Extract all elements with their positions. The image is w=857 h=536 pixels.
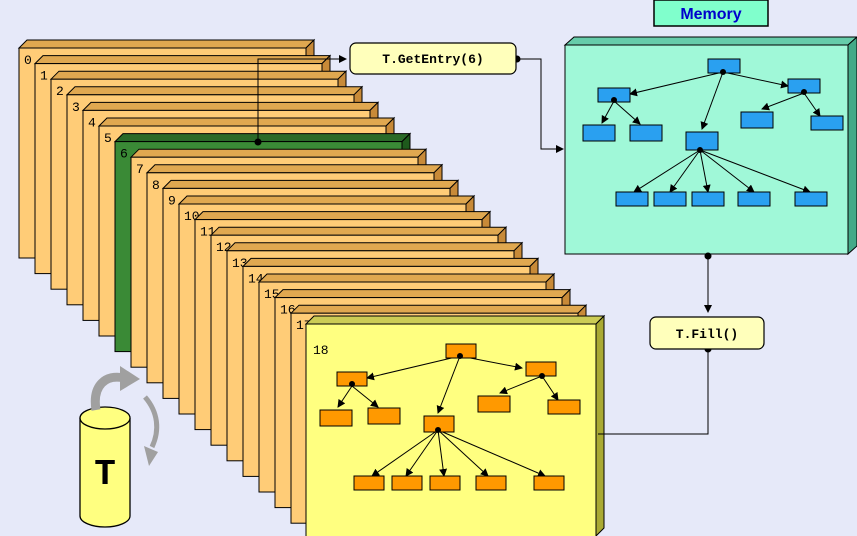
memory-node (615, 191, 649, 207)
memory-node (737, 191, 771, 207)
file-node (319, 409, 353, 427)
file-tree-nodes (319, 343, 581, 491)
page-top-edge (161, 179, 460, 189)
cylinder-body (79, 418, 131, 528)
front-page-side-edge (595, 314, 605, 536)
fill-button[interactable]: T.Fill() (649, 316, 765, 350)
page-top-edge (145, 164, 444, 174)
page-top-edge (49, 70, 348, 80)
file-node (477, 395, 511, 413)
memory-node (794, 191, 828, 207)
page-top-edge (193, 211, 492, 221)
gray-arrow-down-icon (143, 395, 160, 466)
memory-tree-edges (601, 71, 821, 194)
memory-node (691, 191, 725, 207)
memory-label: Memory (653, 0, 769, 27)
memory-node (653, 191, 687, 207)
gray-arrow-up-icon (90, 366, 140, 411)
entry-label-8: 8 (152, 178, 160, 193)
memory-node (582, 124, 616, 142)
file-node (533, 475, 565, 491)
page-top-edge (225, 242, 524, 252)
memory-node (810, 115, 844, 131)
file-node (475, 475, 507, 491)
page-top-edge (257, 273, 556, 283)
memory-panel-side-edge (847, 36, 857, 256)
entry-label-6: 6 (120, 147, 128, 162)
memory-panel-top-edge (563, 36, 857, 46)
memory-node (740, 111, 774, 129)
entry-label-5: 5 (104, 131, 112, 146)
entry-label-18: 18 (313, 343, 329, 358)
entry-label-4: 4 (88, 115, 96, 130)
page-top-edge (65, 86, 364, 96)
cylinder-label: T (94, 454, 116, 495)
memory-tree-nodes (582, 58, 844, 207)
getentry-button-box[interactable] (349, 42, 517, 75)
page-top-edge (273, 289, 572, 299)
file-node (353, 475, 385, 491)
page-top-edge (129, 148, 428, 158)
file-node (367, 407, 401, 425)
page-top-edge (97, 117, 396, 127)
memory-label-text: Memory (680, 6, 741, 23)
file-node (429, 475, 461, 491)
page-top-edge (113, 133, 412, 143)
entry-label-0: 0 (24, 53, 32, 68)
front-page: 18 (304, 314, 606, 536)
connectors (257, 55, 712, 435)
fill-button-label: T.Fill() (676, 327, 738, 342)
entry-label-3: 3 (72, 100, 80, 115)
entry-label-1: 1 (40, 69, 48, 84)
memory-panel (563, 36, 857, 256)
getentry-button[interactable]: T.GetEntry(6) (349, 42, 517, 75)
cylinder-top (79, 406, 131, 430)
memory-node (685, 131, 719, 151)
tree-cylinder: T (79, 406, 131, 528)
front-page-top-edge (304, 315, 606, 325)
file-node (547, 399, 581, 415)
getentry-button-label: T.GetEntry(6) (382, 52, 483, 67)
memory-node (629, 124, 663, 142)
page-top-edge (177, 195, 476, 205)
page-top-edge (33, 55, 332, 65)
page-top-edge (289, 304, 588, 314)
entry-label-7: 7 (136, 162, 144, 177)
page-top-edge (241, 257, 540, 267)
fill-button-box[interactable] (649, 316, 765, 350)
file-node (391, 475, 423, 491)
memory-label-box (653, 0, 769, 27)
page-top-edge (17, 39, 316, 49)
page-top-edge (81, 101, 380, 111)
page-top-edge (209, 226, 508, 236)
entry-label-9: 9 (168, 193, 176, 208)
entry-label-2: 2 (56, 84, 64, 99)
